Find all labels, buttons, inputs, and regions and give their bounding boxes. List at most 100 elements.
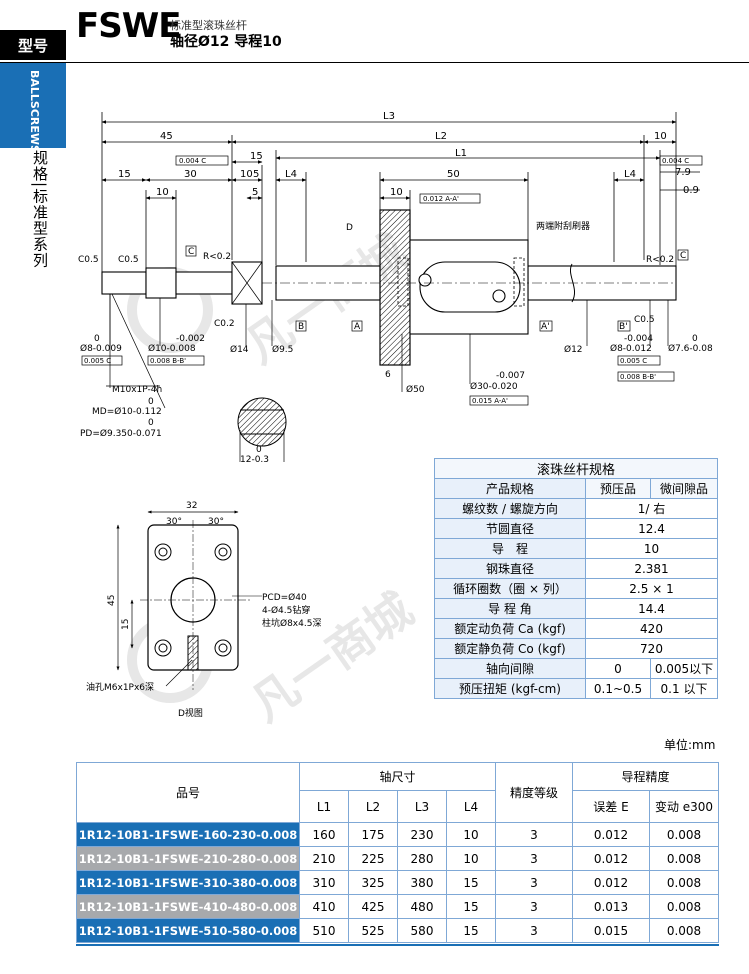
flat-spec: 12-0.3	[240, 455, 269, 465]
side-category-tab	[0, 63, 66, 148]
cell-l1: 510	[299, 918, 349, 943]
dim-l4-left: L4	[285, 169, 297, 180]
dia-10-upper: -0.002	[176, 334, 205, 344]
dim-45: 45	[160, 131, 173, 142]
dim-10b: 10	[240, 169, 253, 180]
dim-15-left: 15	[250, 151, 263, 162]
model-header: 品号	[76, 762, 300, 823]
cell-l2: 325	[348, 870, 398, 895]
header-divider	[0, 62, 749, 63]
cell-e: 0.015	[572, 918, 650, 943]
datum-a: A	[354, 322, 361, 332]
dim-7-9: 7.9	[675, 167, 691, 178]
datum-b2: B'	[619, 322, 628, 332]
cell-l2: 175	[348, 822, 398, 847]
dview-width-32: 32	[186, 501, 197, 511]
ballscrew-shaft	[101, 209, 677, 366]
cell-l2: 425	[348, 894, 398, 919]
spec-col-header: 产品规格	[434, 478, 586, 499]
d-view-flange	[116, 510, 250, 690]
dim-5a: 5	[253, 169, 259, 180]
chamfer-c05-b: C0.5	[118, 255, 139, 265]
spec-value: 720	[585, 638, 718, 659]
lead-header: 导程精度	[572, 762, 719, 791]
cell-model: 1R12-10B1-1FSWE-310-380-0.008	[76, 870, 300, 895]
dia-50: Ø50	[406, 384, 425, 395]
tol-frame-7: 0.008 B-B'	[620, 373, 656, 381]
cell-e: 0.012	[572, 846, 650, 871]
cell-l3: 380	[397, 870, 447, 895]
cell-var: 0.008	[649, 846, 719, 871]
side-category-label: 规格|标准型系列	[31, 150, 49, 269]
spec-label: 循环圈数（圈 × 列）	[434, 578, 586, 599]
dim-10-right: 10	[654, 131, 667, 142]
cell-grade: 3	[495, 870, 573, 895]
cell-l4: 15	[446, 870, 496, 895]
cell-e: 0.012	[572, 822, 650, 847]
spec-label: 额定动负荷 Ca (kgf)	[434, 618, 586, 639]
pd-upper: 0	[148, 418, 154, 428]
cell-var: 0.008	[649, 894, 719, 919]
spec-value: 2.381	[585, 558, 718, 579]
thread-spec: M10x1P-4h	[112, 385, 162, 395]
dim-5b: 5	[252, 187, 258, 198]
datum-c2: C	[680, 251, 686, 261]
cell-e: 0.012	[572, 870, 650, 895]
chamfer-c05-left: C0.5	[78, 255, 99, 265]
spec-value: 420	[585, 618, 718, 639]
datum-c: C	[188, 247, 194, 257]
cell-l4: 15	[446, 918, 496, 943]
cell-l3: 230	[397, 822, 447, 847]
cell-grade: 3	[495, 894, 573, 919]
dview-angle-1: 30°	[166, 517, 182, 527]
cell-l1: 310	[299, 870, 349, 895]
cell-var: 0.008	[649, 822, 719, 847]
header-tab-label: 型号	[17, 36, 48, 55]
cell-l1: 160	[299, 822, 349, 847]
cell-var: 0.008	[649, 870, 719, 895]
cell-l3: 480	[397, 894, 447, 919]
dia-30-tol: Ø30-0.020	[470, 381, 518, 392]
spec-label: 预压扭矩 (kgf-cm)	[434, 678, 586, 699]
dia-30-upper: -0.007	[496, 371, 525, 381]
tol-frame-5: 0.008 B-B'	[150, 357, 186, 365]
pd-spec: PD=Ø9.350-0.071	[80, 428, 162, 439]
shaft-section	[237, 397, 287, 462]
md-upper: 0	[148, 397, 154, 407]
tol-frame-3: 0.012 A-A'	[423, 195, 459, 203]
cell-l1: 410	[299, 894, 349, 919]
tol-frame-6: 0.005 C	[620, 357, 647, 365]
dia-8b-upper: -0.004	[624, 334, 653, 344]
variation-header: 变动 e300	[649, 790, 719, 823]
product-subtitle: 标准型滚珠丝杆	[170, 19, 247, 32]
chamfer-c05-right: C0.5	[634, 315, 655, 325]
radius-r02-left: R<0.2	[203, 252, 231, 262]
technical-drawing: 凡一商城 凡一商城 L3	[78, 111, 713, 730]
dview-oil-hole: 油孔M6x1Px6深	[86, 681, 154, 693]
spec-value: 14.4	[585, 598, 718, 619]
dview-counterbore: 柱坑Ø8x4.5深	[262, 617, 321, 629]
spec-value: 2.5 × 1	[585, 578, 718, 599]
tol-frame-2: 0.004 C	[662, 157, 689, 165]
dim-15: 15	[118, 169, 131, 180]
tol-frame-1: 0.004 C	[179, 157, 206, 165]
spec-value: 0.1 以下	[650, 678, 718, 699]
dia-10-tol: Ø10-0.008	[148, 343, 196, 354]
radius-r02-right: R<0.2	[646, 255, 674, 265]
model-table: 品号 轴尺寸 精度等级 导程精度 L1 L2 L3 L4 误差 E 变动 e30…	[76, 762, 719, 943]
md-spec: MD=Ø10-0.112	[92, 406, 162, 417]
spec-label: 螺纹数 / 螺旋方向	[434, 498, 586, 519]
cell-l1: 210	[299, 846, 349, 871]
spec-label: 钢珠直径	[434, 558, 586, 579]
flat-upper: 0	[256, 445, 262, 455]
dim-10: 10	[156, 187, 169, 198]
dview-pcd: PCD=Ø40	[262, 592, 307, 603]
spec-value: 10	[585, 538, 718, 559]
cell-l4: 15	[446, 894, 496, 919]
cell-l4: 10	[446, 822, 496, 847]
datum-a2: A'	[541, 322, 550, 332]
spec-label: 额定静负荷 Co (kgf)	[434, 638, 586, 659]
cell-model: 1R12-10B1-1FSWE-210-280-0.008	[76, 846, 300, 871]
